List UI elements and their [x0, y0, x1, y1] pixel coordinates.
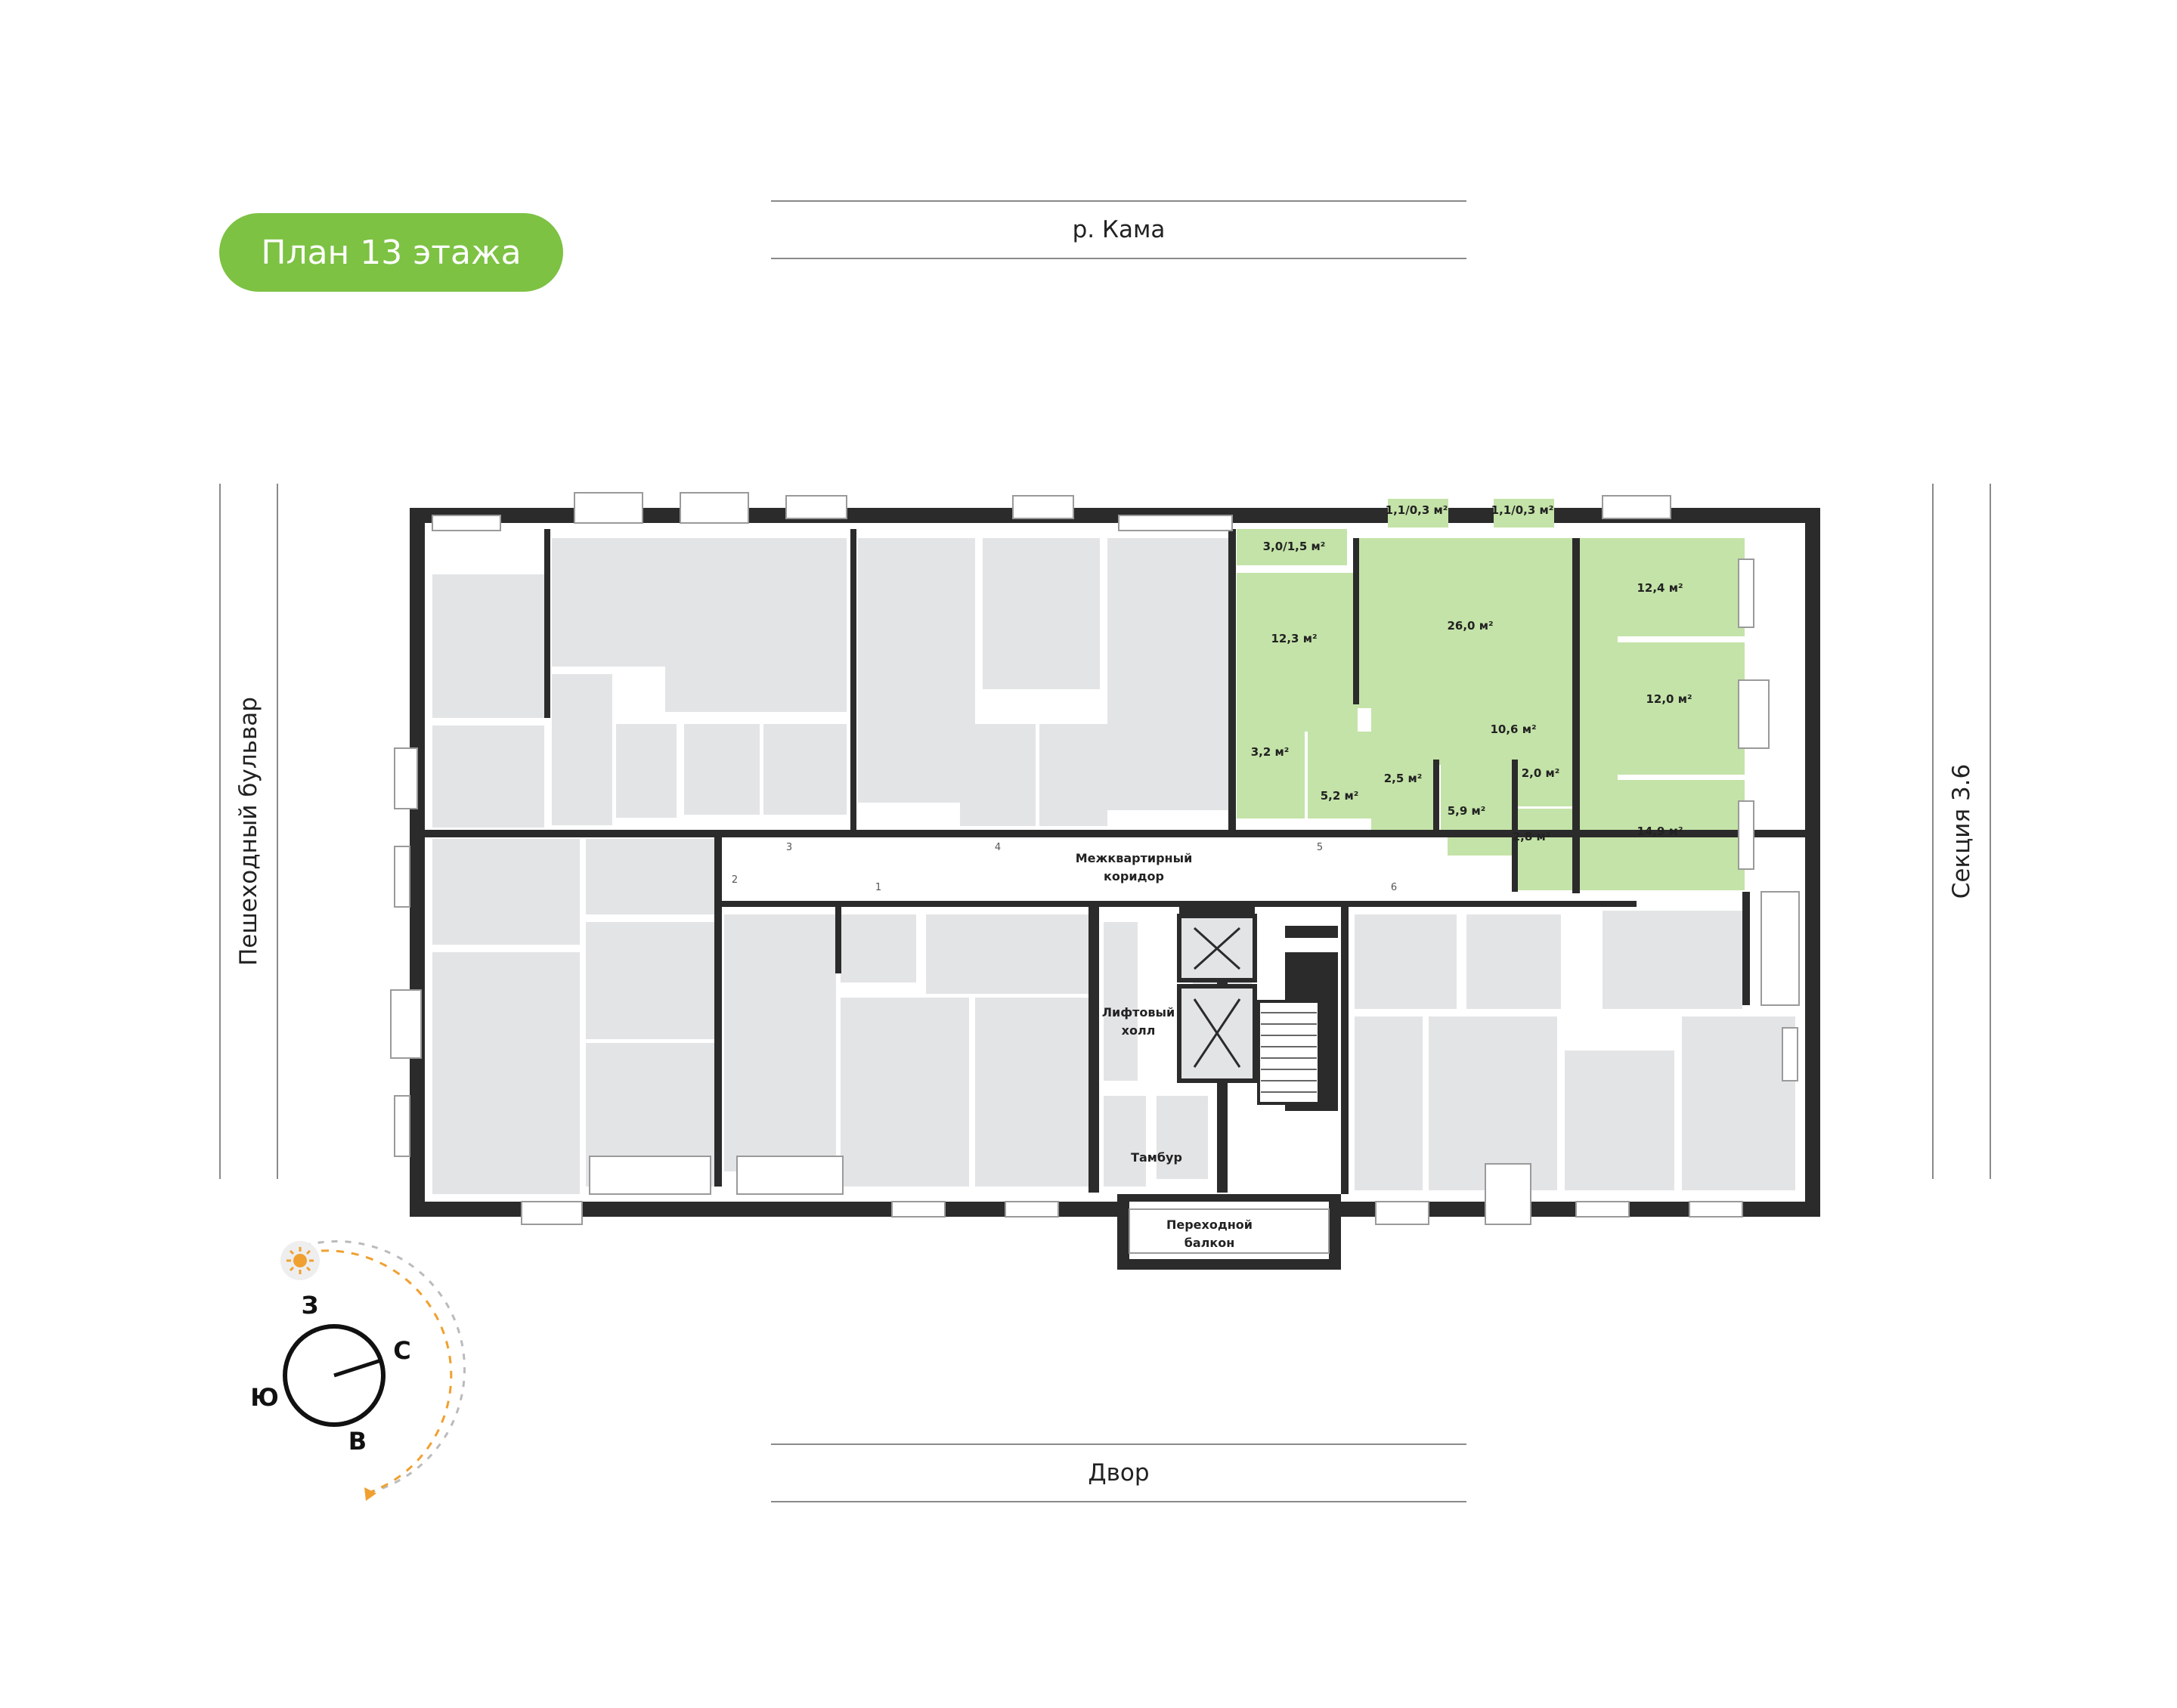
street-label-left: Пешеходный бульвар: [219, 484, 278, 1179]
area-label: 2,0 м²: [1522, 766, 1560, 780]
sun-core: [293, 1254, 307, 1267]
compass-south: Ю: [250, 1383, 279, 1412]
area-label: 2,8 м²: [1513, 830, 1551, 843]
door-number: 4: [995, 842, 1001, 853]
compass-north: С: [393, 1336, 410, 1365]
area-label: 12,3 м²: [1271, 632, 1317, 645]
area-label: 3,2 м²: [1251, 745, 1290, 759]
corridor-label: Межквартирный: [1076, 851, 1193, 865]
lift-hall-label: холл: [1122, 1023, 1156, 1038]
interior-walls: [425, 529, 1805, 1194]
area-label: 12,4 м²: [1637, 581, 1683, 595]
area-label: 10,6 м²: [1490, 722, 1536, 736]
lift-hall-label: Лифтовый: [1102, 1005, 1175, 1020]
compass-needle: [333, 1358, 382, 1378]
staircase: [1257, 1000, 1321, 1105]
door-number: 3: [786, 842, 792, 853]
door-number: 6: [1391, 882, 1397, 893]
street-label-right: Секция 3.6: [1932, 484, 1991, 1179]
lift-shafts: [1177, 914, 1257, 1083]
area-label: 14,9 м²: [1637, 825, 1683, 838]
area-label: 2,5 м²: [1384, 772, 1423, 785]
area-label: 26,0 м²: [1447, 619, 1493, 633]
compass-east: В: [348, 1427, 367, 1456]
area-label: 5,2 м²: [1321, 789, 1359, 803]
area-label: 3,0/1,5 м²: [1263, 540, 1326, 553]
windows: [390, 492, 1800, 1254]
area-label: 5,9 м²: [1448, 804, 1486, 818]
corridor: [722, 837, 1448, 901]
balcony-label: Переходной: [1166, 1218, 1253, 1232]
street-label-bottom: Двор: [771, 1443, 1466, 1502]
balcony-label: балкон: [1184, 1236, 1235, 1250]
door-numbers: 1 2 3 4 5 6: [732, 842, 1397, 893]
apartment-area-labels: 3,0/1,5 м² 1,1/0,3 м² 1,1/0,3 м² 12,3 м²…: [1251, 503, 1692, 843]
sun-path-arrow-icon: [364, 1487, 376, 1501]
compass: З С Ю В: [250, 1240, 466, 1501]
tambur-label: Тамбур: [1131, 1150, 1182, 1165]
door-number: 2: [732, 874, 738, 886]
area-label: 12,0 м²: [1646, 692, 1692, 706]
corridor-label: коридор: [1104, 869, 1164, 883]
street-label-top: р. Кама: [771, 200, 1466, 259]
sun-rays: [286, 1247, 314, 1274]
common-room-labels: Межквартирный коридор Лифтовый холл Тамб…: [1076, 851, 1253, 1250]
area-label: 1,1/0,3 м²: [1386, 503, 1448, 517]
floor-title-badge: План 13 этажа: [219, 213, 563, 292]
area-label: 1,1/0,3 м²: [1491, 503, 1554, 517]
door-number: 1: [875, 882, 881, 893]
compass-west: З: [302, 1291, 319, 1320]
door-number: 5: [1317, 842, 1323, 853]
